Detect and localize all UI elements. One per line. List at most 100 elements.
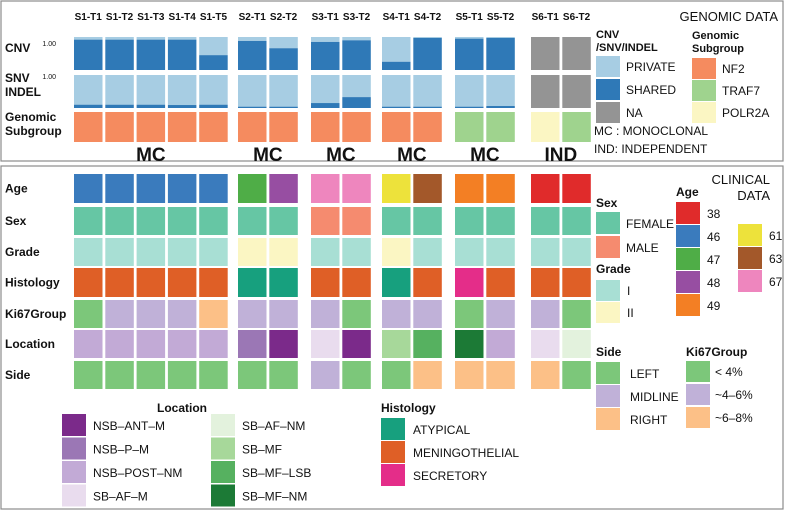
cell-ki67 [238, 300, 267, 328]
snv-bar-na [531, 75, 560, 108]
snv-bar-private [238, 75, 267, 107]
cnv-bar-private [136, 37, 166, 40]
subgroup-cell [455, 112, 484, 142]
cnv-bar-private [382, 37, 411, 62]
legend-swatch-cnv [596, 102, 620, 123]
legend-label-ki67: ~6–8% [715, 411, 753, 425]
cell-age [311, 174, 340, 203]
cell-location [382, 330, 411, 358]
cell-grade [413, 238, 442, 266]
legend-label-location: SB–AF–NM [242, 419, 305, 433]
legend-swatch-subgroup [692, 80, 716, 101]
cnv-bar-private [342, 37, 371, 41]
cell-ki67 [136, 300, 166, 328]
cell-age [413, 174, 442, 203]
cell-grade [74, 238, 103, 266]
cell-location [105, 330, 134, 358]
legend-label-location: SB–MF–NM [242, 490, 307, 504]
snv-bar-shared [167, 105, 197, 108]
legend-swatch-age [738, 247, 762, 269]
sample-label: S1-T4 [169, 12, 197, 23]
legend-label-subgroup: NF2 [722, 62, 745, 76]
cnv-bar-shared [238, 40, 267, 70]
clinical-panel-frame [0, 165, 784, 510]
legend-title-location: Location [157, 401, 207, 415]
snv-axis-max: 1.00 [42, 74, 56, 81]
cell-location [413, 330, 442, 358]
legend-label-location: NSB–P–M [93, 443, 149, 457]
cell-ki67 [531, 300, 560, 328]
legend-label-age: 38 [707, 207, 721, 221]
legend-label-location: NSB–ANT–M [93, 419, 165, 433]
cell-ki67 [455, 300, 484, 328]
legend-label-age: 48 [707, 276, 721, 290]
clonality-label: MC [397, 145, 427, 166]
cnv-bar-shared [167, 39, 197, 70]
cell-grade [311, 238, 340, 266]
cell-side [269, 361, 298, 389]
cell-age [486, 174, 515, 203]
cell-side [74, 361, 103, 389]
sample-label: S1-T3 [137, 12, 165, 23]
cell-histology [74, 268, 103, 297]
snv-bar-shared [413, 106, 442, 108]
sample-label: S1-T2 [106, 12, 134, 23]
sample-label: S6-T2 [563, 12, 591, 23]
snv-bar-private [136, 75, 166, 105]
cell-location [199, 330, 228, 358]
sample-label: S6-T1 [532, 12, 560, 23]
cell-sex [311, 207, 340, 235]
cell-ki67 [105, 300, 134, 328]
snv-bar-shared [199, 104, 228, 108]
cnv-bar-shared [74, 39, 103, 70]
cell-side [342, 361, 371, 389]
cell-age [455, 174, 484, 203]
cnv-bar-shared [136, 39, 166, 70]
cnv-bar-private [105, 37, 134, 40]
sample-label: S1-T1 [75, 12, 103, 23]
cell-age [238, 174, 267, 203]
legend-swatch-age [738, 270, 762, 292]
cell-location [486, 330, 515, 358]
cell-side [167, 361, 197, 389]
subgroup-cell [486, 112, 515, 142]
row-label-side: Side [5, 368, 31, 382]
cell-sex [136, 207, 166, 235]
cell-grade [238, 238, 267, 266]
subgroup-cell [74, 112, 103, 142]
legend-label-ki67: < 4% [715, 365, 743, 379]
cell-histology [238, 268, 267, 297]
cell-side [562, 361, 591, 389]
cell-sex [382, 207, 411, 235]
subgroup-cell [199, 112, 228, 142]
snv-bar-shared [455, 106, 484, 108]
cell-age [382, 174, 411, 203]
cell-side [486, 361, 515, 389]
snv-bar-shared [105, 104, 134, 108]
cell-histology [455, 268, 484, 297]
sample-label: S1-T5 [200, 12, 228, 23]
legend-swatch-cnv [596, 56, 620, 77]
subgroup-cell [531, 112, 560, 142]
snv-bar-private [382, 75, 411, 107]
cell-age [136, 174, 166, 203]
cell-sex [269, 207, 298, 235]
legend-label-age: 49 [707, 299, 721, 313]
cell-location [342, 330, 371, 358]
legend-swatch-location [62, 414, 86, 436]
cell-side [455, 361, 484, 389]
subgroup-cell [105, 112, 134, 142]
cnv-bar-private [311, 37, 340, 42]
snv-bar-private [74, 75, 103, 105]
cnv-bar-na [562, 37, 591, 70]
snv-bar-shared [269, 106, 298, 108]
cnv-bar-private [167, 37, 197, 40]
legend-label-side: RIGHT [630, 413, 668, 427]
legend-label-location: SB–AF–M [93, 490, 148, 504]
cnv-bar-private [486, 37, 515, 38]
cnv-axis-max: 1.00 [42, 41, 56, 48]
cell-location [74, 330, 103, 358]
